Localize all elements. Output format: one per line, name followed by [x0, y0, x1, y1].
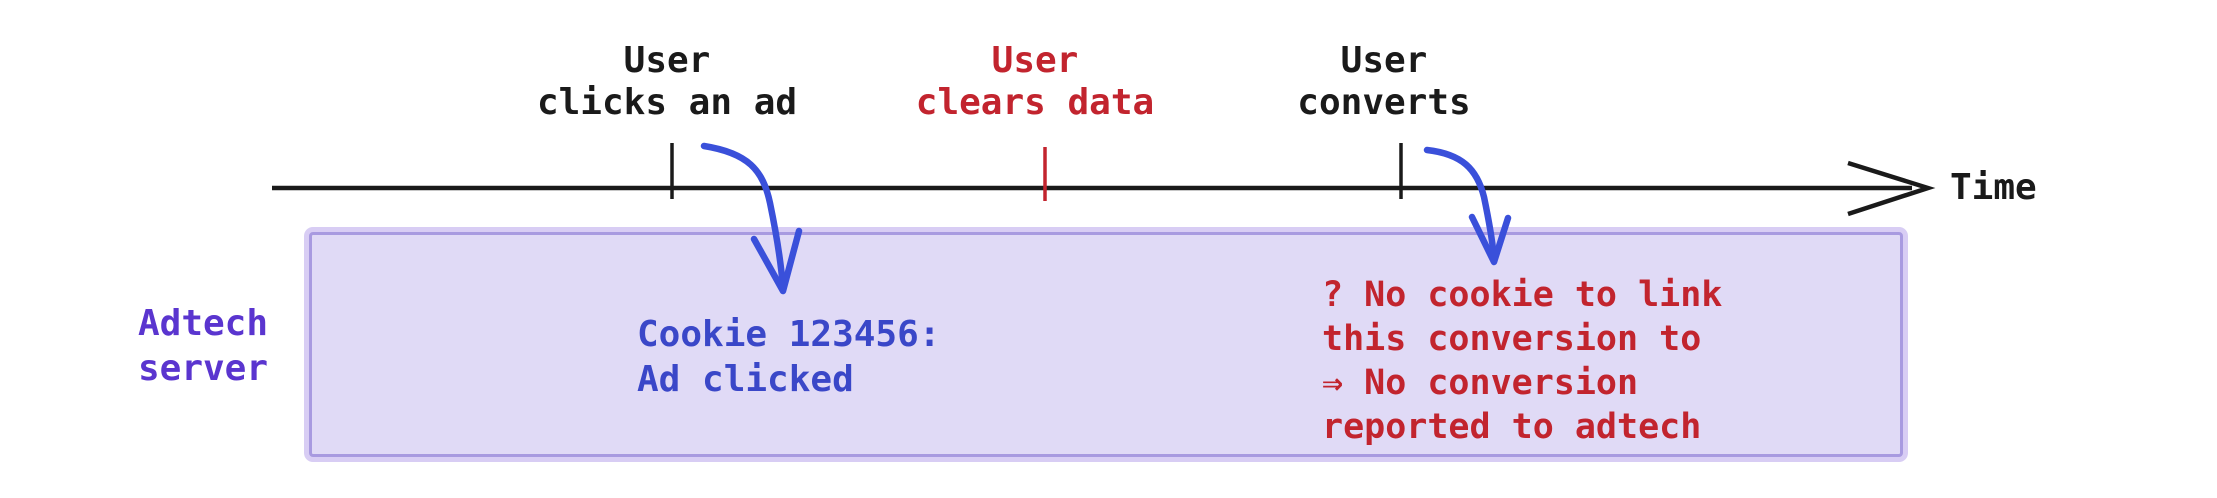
timeline-arrowhead-icon: [1847, 160, 1936, 217]
lane-label-adtech-server: Adtech server: [137, 303, 269, 389]
no-conversion-note: ? No cookie to link this conversion to ⇒…: [1322, 275, 1723, 447]
time-axis-label: Time: [1950, 167, 2037, 208]
event-label-user-clicks-ad: User clicks an ad: [536, 40, 798, 123]
event-label-user-converts: User converts: [1297, 40, 1471, 123]
event-label-user-clears-data: User clears data: [915, 40, 1155, 123]
cookie-logged-note: Cookie 123456: Ad clicked: [637, 314, 941, 400]
adtech-server-box: [309, 232, 1903, 457]
